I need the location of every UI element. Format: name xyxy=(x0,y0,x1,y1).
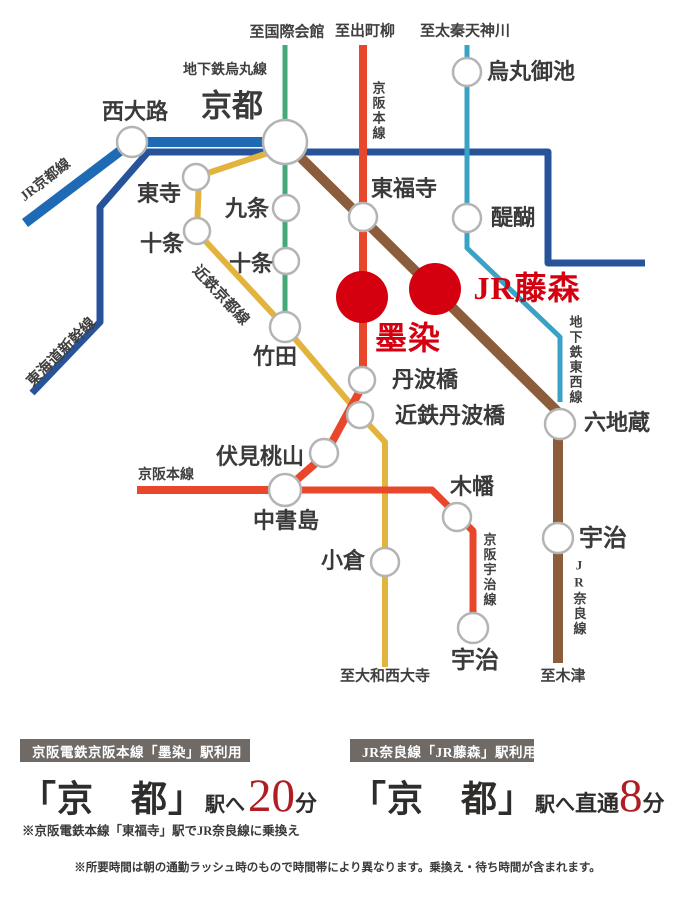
station-rokujizo xyxy=(543,407,577,441)
transfer-note: ※京阪電鉄本線「東福寺」駅でJR奈良線に乗換え xyxy=(22,824,300,838)
station-fushimi-momoyama xyxy=(308,437,340,469)
station-ogura xyxy=(369,546,401,578)
station-kintetsu-tambabashi xyxy=(345,400,375,430)
station-chushojima xyxy=(267,472,303,508)
station-toji xyxy=(181,162,211,192)
station-tambabashi xyxy=(347,365,377,395)
station-kohata xyxy=(441,501,473,533)
station-jr-fujinomori xyxy=(409,263,461,315)
station-jujo-karasuma xyxy=(271,246,301,276)
line-keihan-main-line xyxy=(137,45,367,494)
station-nishioji xyxy=(115,125,149,159)
access-panel-sumizome-main: 「京 都」駅へ 20分 xyxy=(20,769,317,823)
station-uji-keihan xyxy=(456,611,490,645)
station-kujo xyxy=(271,193,301,223)
line-jr-nara-line xyxy=(284,141,563,663)
travel-time: 20分 xyxy=(247,770,317,822)
access-panel-jr-fujinomori-main: 「京 都」駅へ 直通8分 xyxy=(350,769,665,823)
line-tokaido-shinkansen xyxy=(29,148,645,396)
access-panel-sumizome: 京阪電鉄京阪本線「墨染」駅利用 「京 都」駅へ 20分 ※京阪電鉄本線「東福寺」… xyxy=(20,739,317,839)
station-takeda xyxy=(268,310,302,344)
travel-time: 直通8分 xyxy=(575,770,665,822)
station-tofukuji xyxy=(347,201,379,233)
station-jujo-kintetsu xyxy=(182,216,212,246)
destination-text: 「京 都」駅へ xyxy=(350,779,576,819)
access-panel-jr-fujinomori: JR奈良線「JR藤森」駅利用 「京 都」駅へ 直通8分 xyxy=(350,739,665,839)
line-subway-tozai-line xyxy=(464,45,563,402)
destination-text: 「京 都」駅へ xyxy=(20,779,246,819)
time-disclaimer-note: ※所要時間は朝の通勤ラッシュ時のもので時間帯により異なります。乗換え・待ち時間が… xyxy=(74,862,601,874)
station-sumizome xyxy=(336,271,388,323)
access-panel-sumizome-header: 京阪電鉄京阪本線「墨染」駅利用 xyxy=(20,739,250,762)
access-panel-jr-fujinomori-header: JR奈良線「JR藤森」駅利用 xyxy=(350,739,537,762)
station-daigo xyxy=(451,202,483,234)
station-uji-jr xyxy=(541,521,575,555)
station-kyoto xyxy=(261,118,309,166)
station-karasuma-oike xyxy=(451,56,483,88)
route-map xyxy=(21,45,645,667)
